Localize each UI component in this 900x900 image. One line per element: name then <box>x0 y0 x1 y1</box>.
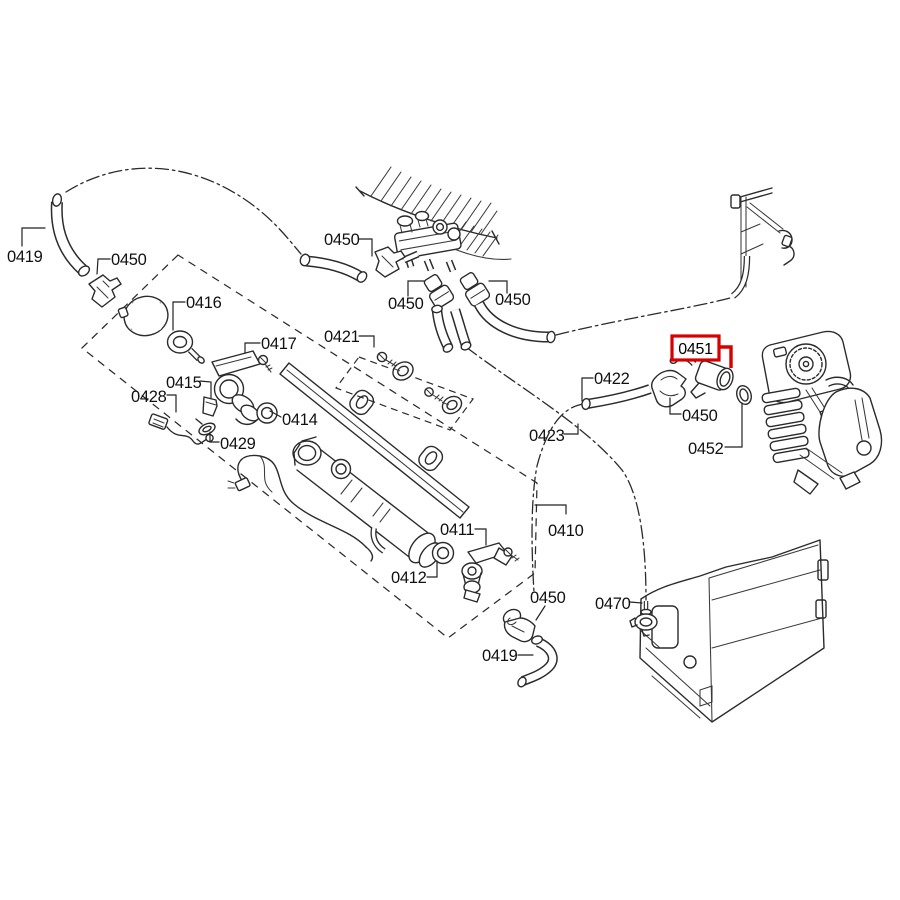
hose-connector-0450-right <box>459 272 491 307</box>
part-label-0423[interactable]: 0423 <box>529 427 565 445</box>
group-boundary-0410 <box>81 254 538 639</box>
cable-0428 <box>148 413 214 445</box>
cap-0416-assembly <box>117 295 205 364</box>
part-label-0451[interactable]: 0451 <box>678 341 713 358</box>
housing-frame <box>639 539 829 723</box>
wiring-harness <box>227 454 374 562</box>
valve-0470 <box>629 601 658 637</box>
highlight-callout-0451[interactable]: 0451 <box>670 334 733 368</box>
brew-unit-assembly <box>761 330 883 495</box>
support-rail <box>279 362 470 519</box>
part-label-0429[interactable]: 0429 <box>220 435 256 453</box>
oring-0412 <box>431 541 455 565</box>
screw-and-clamp-set-0421 <box>376 351 463 415</box>
hose-clip-0450-top <box>374 246 406 278</box>
routing-line-top-right <box>555 297 731 336</box>
bracket-0415 <box>202 396 218 417</box>
part-label-0417[interactable]: 0417 <box>261 335 297 353</box>
part-label-0412[interactable]: 0412 <box>391 569 427 587</box>
part-label-0450-right[interactable]: 0450 <box>682 407 718 425</box>
hose-clip-0450-top-left <box>88 274 122 308</box>
part-label-0452[interactable]: 0452 <box>688 440 724 458</box>
part-label-0450-top-left[interactable]: 0450 <box>111 251 147 269</box>
part-label-0419-top[interactable]: 0419 <box>7 248 43 266</box>
part-label-0450-top[interactable]: 0450 <box>324 231 360 249</box>
routing-line-center-down <box>465 346 647 601</box>
oring-0452 <box>736 385 752 405</box>
part-label-0414[interactable]: 0414 <box>282 411 318 429</box>
bracket-top-right <box>730 187 795 299</box>
part-label-0428[interactable]: 0428 <box>131 388 167 406</box>
part-label-0415[interactable]: 0415 <box>166 374 202 392</box>
part-label-0416[interactable]: 0416 <box>186 294 222 312</box>
hose-0419-top <box>50 193 91 277</box>
part-label-0419-bottom[interactable]: 0419 <box>482 647 518 665</box>
highlight-leader-0451 <box>719 345 733 368</box>
part-label-0470[interactable]: 0470 <box>595 595 631 613</box>
bracket-0450-right <box>650 369 687 408</box>
hose-connector-0450-bottom <box>502 608 536 643</box>
oring-0414 <box>256 402 278 424</box>
part-label-0410[interactable]: 0410 <box>548 522 584 540</box>
leader-lines <box>21 227 743 656</box>
valve-block-top <box>393 210 462 273</box>
routing-line-top-left <box>65 167 302 255</box>
part-label-0411[interactable]: 0411 <box>440 521 475 539</box>
gasket-0429 <box>195 418 216 436</box>
hose-connector-0450-left <box>423 274 455 309</box>
part-label-0450-mid-right[interactable]: 0450 <box>495 291 531 309</box>
routing-line-cross <box>531 403 585 593</box>
part-label-0450-bottom[interactable]: 0450 <box>530 589 566 607</box>
hose-elbow-top <box>299 253 368 283</box>
hose-0422 <box>581 384 652 411</box>
part-label-0450-mid-left[interactable]: 0450 <box>388 295 424 313</box>
hose-0419-bottom <box>517 635 558 688</box>
part-label-0421[interactable]: 0421 <box>324 328 360 346</box>
hoses-from-block <box>431 301 556 353</box>
valve-0411 <box>461 542 520 603</box>
highlight-box-0451 <box>670 334 721 362</box>
part-label-0422[interactable]: 0422 <box>594 370 630 388</box>
group-box-0421 <box>335 356 474 431</box>
